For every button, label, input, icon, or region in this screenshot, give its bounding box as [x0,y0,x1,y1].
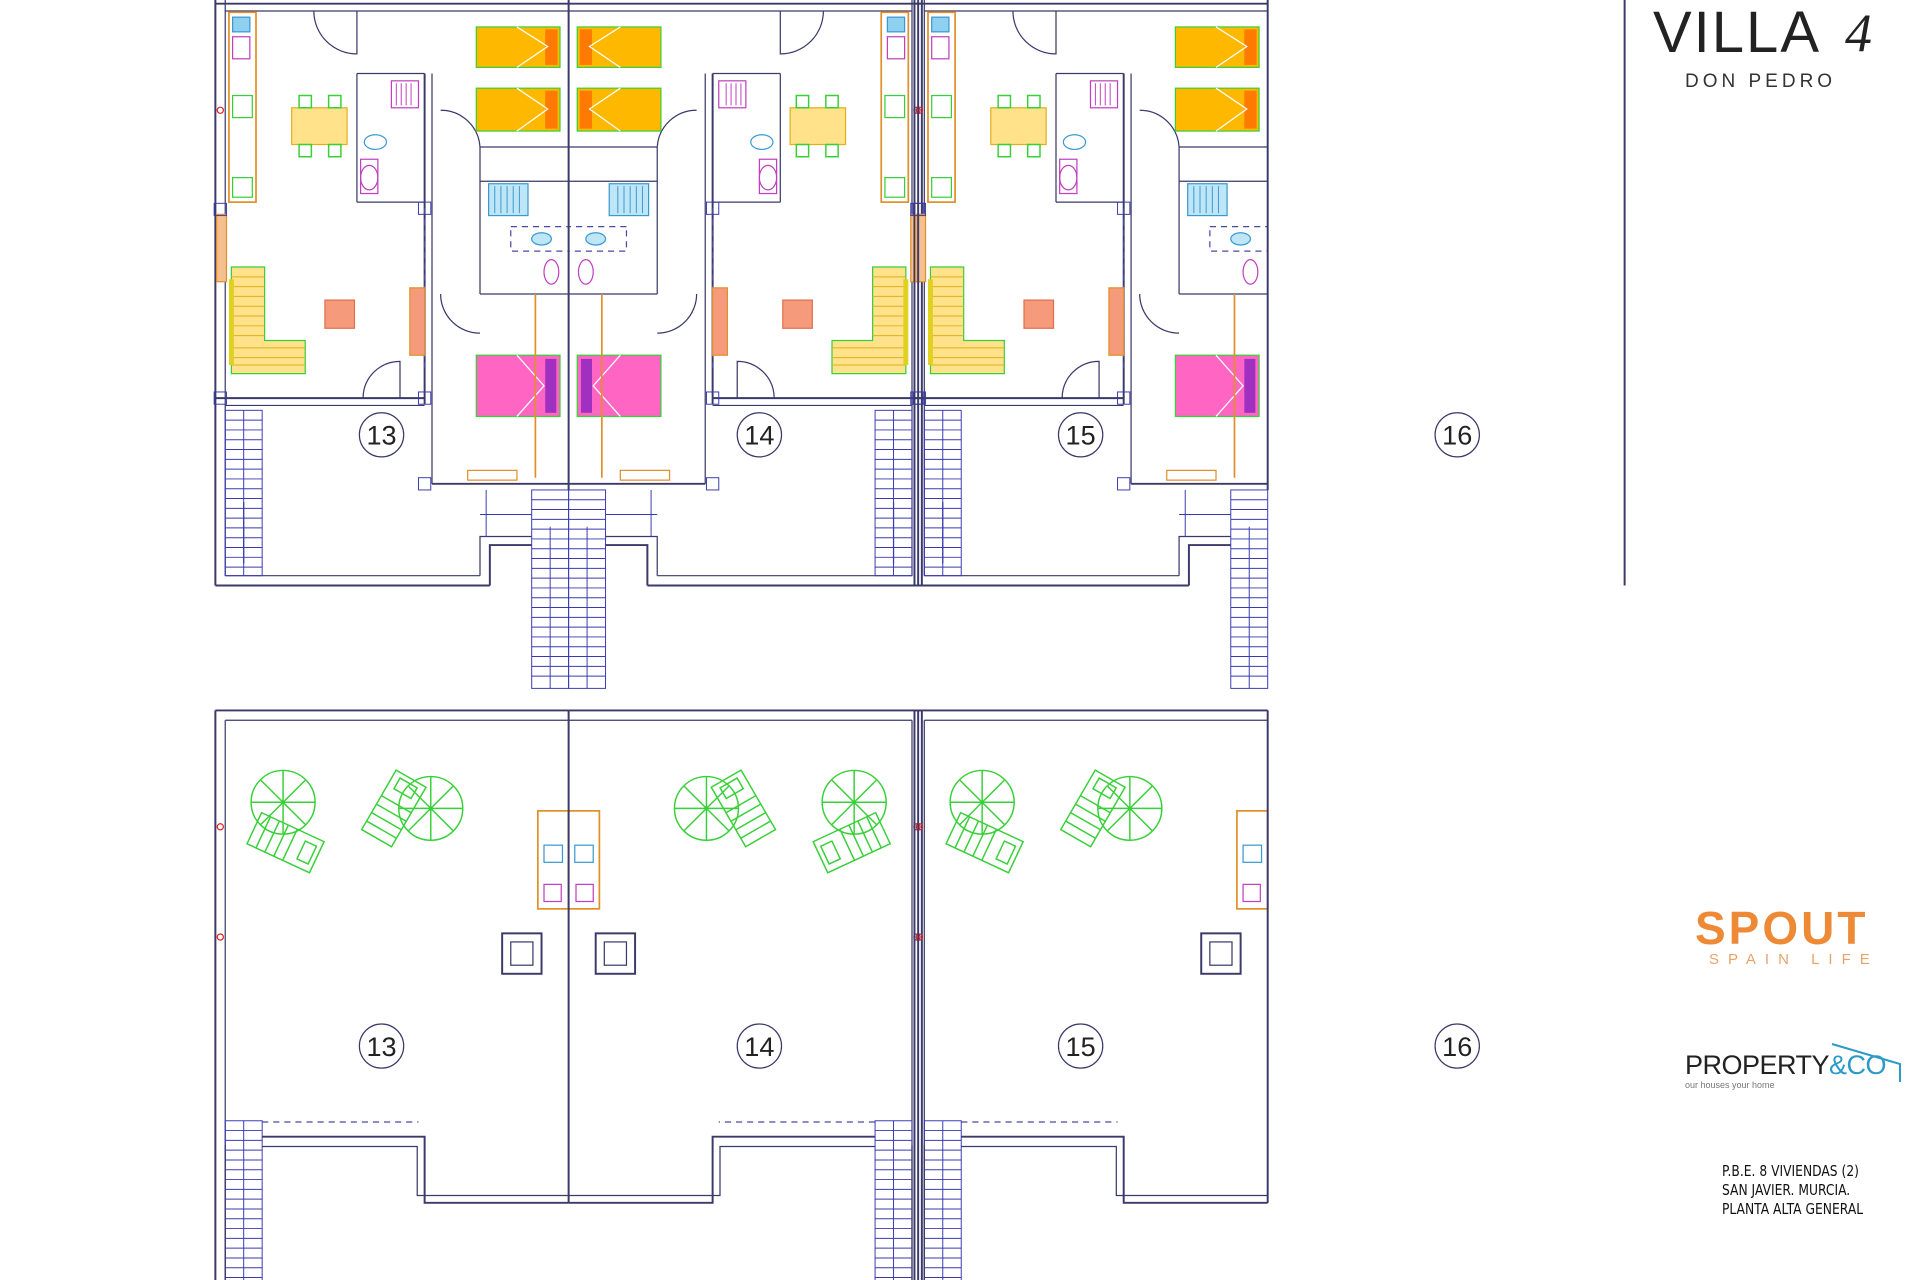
property-tagline: our houses your home [1685,1080,1775,1090]
roof-unit-labels: 13 14 15 16 [358,1023,1480,1069]
title-line: SAN JAVIER. MURCIA. [1722,1181,1851,1199]
title-line: PLANTA ALTA GENERAL [1722,1200,1864,1218]
roof-plan [215,710,1269,1280]
property-suffix: &CO [1829,1050,1887,1080]
upper-floor-plan [214,0,1626,688]
villa-subtitle: DON PEDRO [1685,71,1837,92]
unit-number: 16 [1442,1032,1472,1062]
unit-number: 13 [366,421,396,451]
villa-title: VILLA [1653,0,1821,65]
spout-title: SPOUT [1695,902,1869,954]
unit-number: 14 [744,1032,774,1062]
unit-number: 15 [1066,1032,1096,1062]
title-block: P.B.E. 8 VIVIENDAS (2) SAN JAVIER. MURCI… [1722,1162,1863,1219]
unit-number: 16 [1442,421,1472,451]
property-co-logo: PROPERTY&CO our houses your home [1685,1043,1905,1091]
roof-line-icon [1831,1043,1901,1082]
spout-logo: SPOUT SPAIN LIFE [1695,905,1895,969]
upper-unit-labels: 13 14 15 16 [358,412,1480,458]
title-line: P.B.E. 8 VIVIENDAS (2) [1722,1162,1859,1180]
unit-number: 14 [744,421,774,451]
property-title: PROPERTY [1685,1050,1830,1080]
unit-number: 15 [1066,421,1096,451]
villa-number: 4 [1845,3,1872,63]
spout-subtitle: SPAIN LIFE [1709,951,1879,968]
unit-number: 13 [366,1032,396,1062]
villa-don-pedro-logo: VILLA 4 DON PEDRO [1645,4,1920,104]
